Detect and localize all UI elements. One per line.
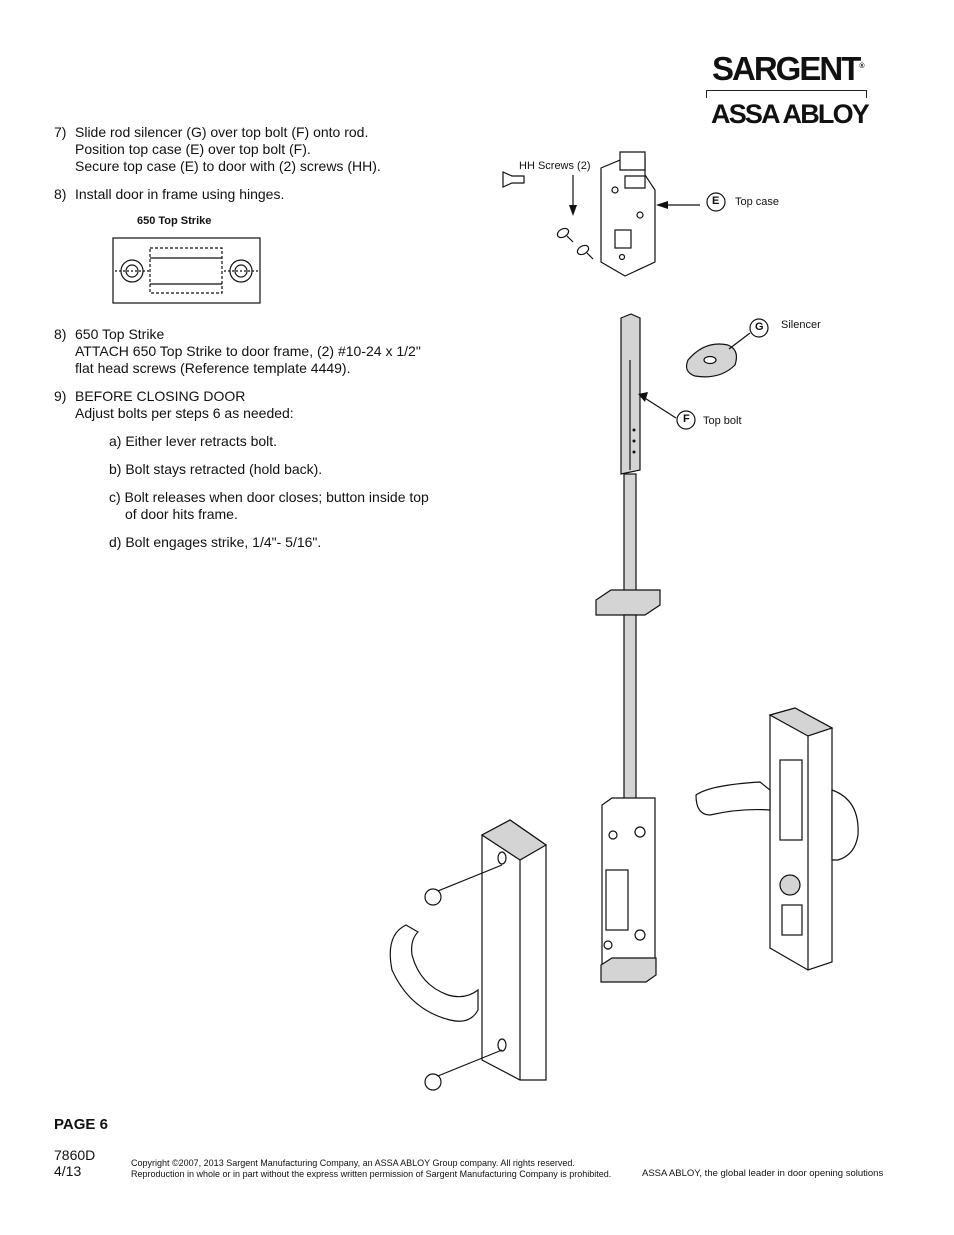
callout-e: E (712, 195, 720, 207)
substep-a: a) Either lever retracts bolt. (109, 433, 278, 449)
silencer-figure (685, 318, 769, 378)
assa-abloy-logo: ASSA ABLOY (711, 99, 870, 129)
top-bolt-label: Top bolt (703, 415, 742, 427)
hh-screws-figure (502, 171, 594, 260)
substep-c-continued: of door hits frame. (125, 506, 238, 522)
left-lever-trim-figure (389, 819, 548, 1091)
step-text: BEFORE CLOSING DOOR (75, 388, 246, 404)
step-number: 8) (54, 186, 67, 202)
bottom-case-figure (600, 797, 657, 983)
page-number: PAGE 6 (54, 1116, 108, 1133)
doc-info: 7860D 4/13 (54, 1147, 95, 1179)
top-case-label: Top case (735, 196, 780, 208)
step-number: 9) (54, 388, 67, 404)
top-bolt-figure (595, 313, 696, 806)
copyright-line: Copyright ©2007, 2013 Sargent Manufactur… (131, 1158, 575, 1168)
substep-d: d) Bolt engages strike, 1/4"- 5/16". (109, 534, 322, 550)
substep-c: c) Bolt releases when door closes; butto… (109, 489, 429, 505)
strike-figure-title: 650 Top Strike (137, 215, 212, 227)
step-text: ATTACH 650 Top Strike to door frame, (2)… (75, 343, 421, 359)
hh-screws-label: HH Screws (2) (519, 160, 591, 172)
doc-number: 7860D (54, 1147, 96, 1163)
step-text: 650 Top Strike (75, 326, 165, 342)
substep-b: b) Bolt stays retracted (hold back). (109, 461, 323, 477)
top-strike-figure (112, 237, 261, 304)
silencer-label: Silencer (781, 319, 821, 331)
step-text: Install door in frame using hinges. (75, 186, 285, 202)
copyright-notice: Copyright ©2007, 2013 Sargent Manufactur… (131, 1158, 611, 1180)
callout-f: F (683, 413, 690, 425)
step-text: flat head screws (Reference template 444… (75, 360, 351, 376)
logo-divider (706, 90, 867, 98)
doc-date: 4/13 (54, 1163, 82, 1179)
top-case-figure (600, 151, 726, 277)
callout-g: G (755, 321, 764, 333)
copyright-line: Reproduction in whole or in part without… (131, 1169, 612, 1179)
step-number: 8) (54, 326, 67, 342)
step-text: Adjust bolts per steps 6 as needed: (75, 405, 294, 421)
step-text: Secure top case (E) to door with (2) scr… (75, 158, 381, 174)
right-lever-trim-figure (695, 707, 859, 971)
sargent-logo: SARGENT® (712, 50, 865, 87)
step-number: 7) (54, 124, 67, 140)
company-tagline: ASSA ABLOY, the global leader in door op… (642, 1168, 884, 1179)
step-text: Position top case (E) over top bolt (F). (75, 141, 311, 157)
step-text: Slide rod silencer (G) over top bolt (F)… (75, 124, 369, 140)
